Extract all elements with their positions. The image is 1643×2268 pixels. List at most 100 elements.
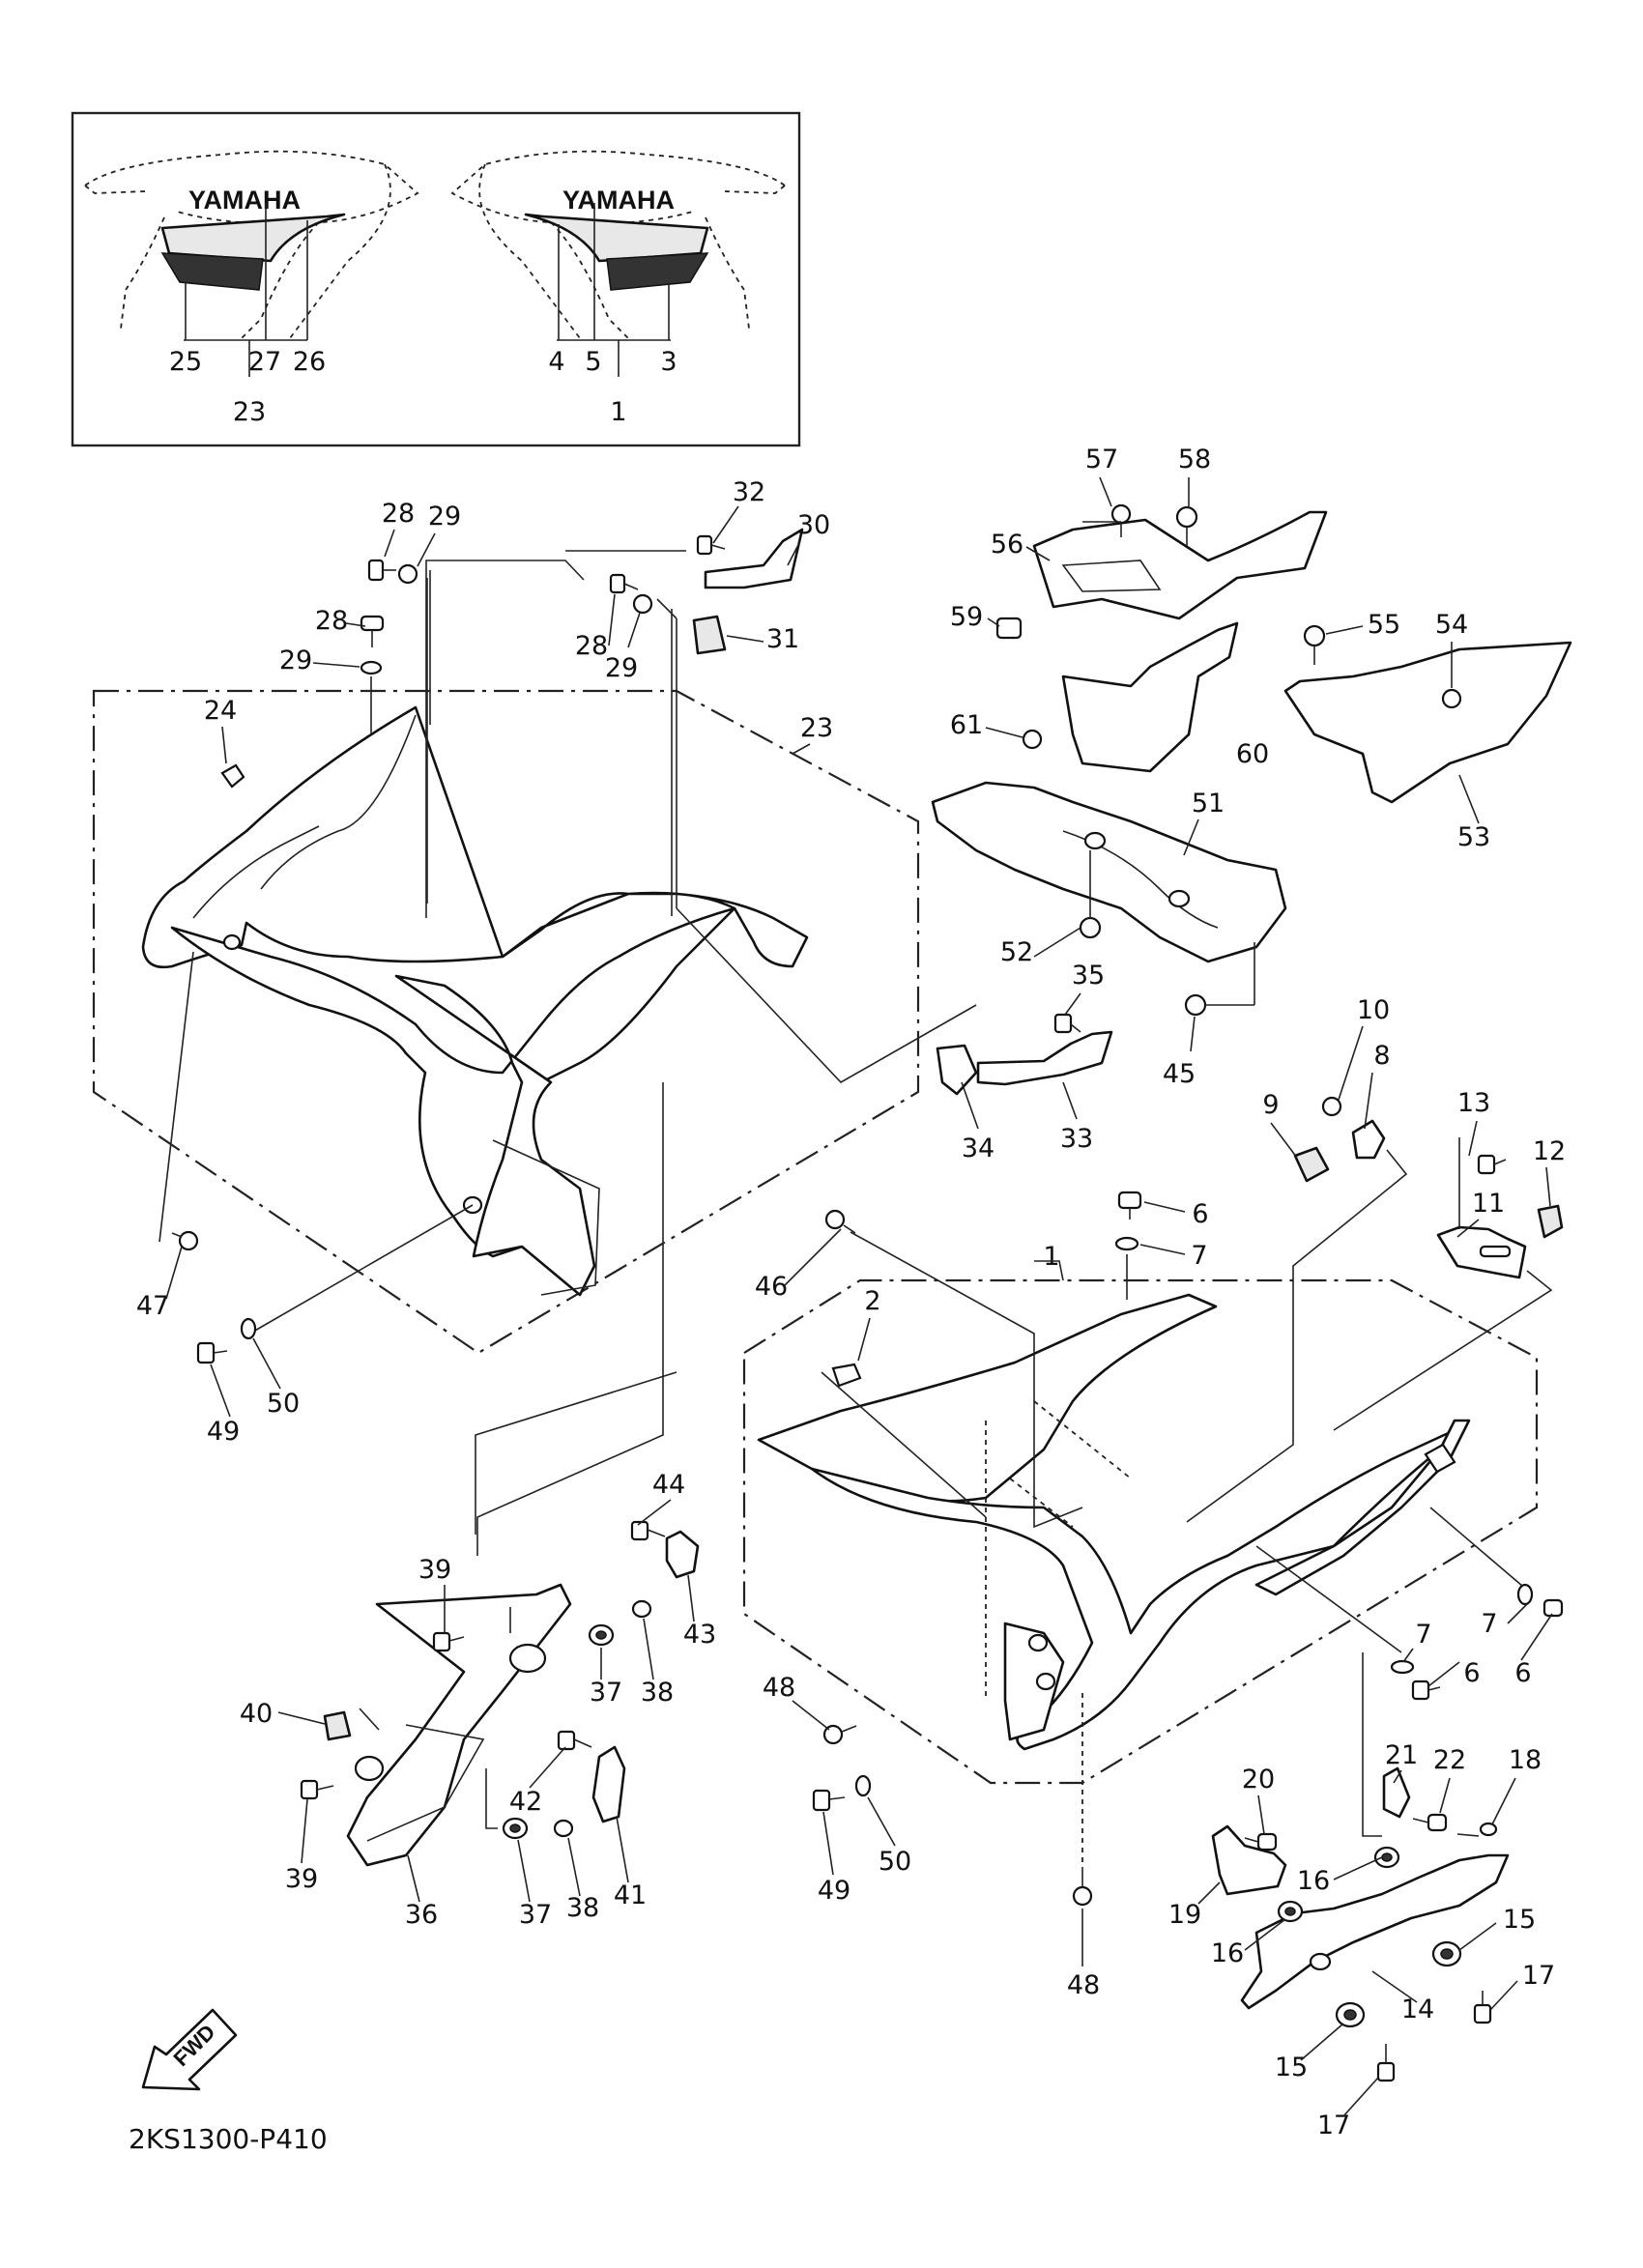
fasteners-left-lower xyxy=(171,1230,257,1364)
callout: 46 xyxy=(755,1272,788,1302)
callout: 1 xyxy=(610,397,626,427)
callout: 59 xyxy=(950,602,983,632)
callout: 33 xyxy=(1060,1124,1093,1154)
callout: 30 xyxy=(797,510,830,540)
callout: 52 xyxy=(1000,937,1033,967)
callout-leaders xyxy=(165,476,1553,2117)
fasteners-top-left xyxy=(360,528,804,916)
rivet-47 xyxy=(171,1230,199,1251)
callout: 5 xyxy=(585,347,601,377)
callout: 57 xyxy=(1085,445,1118,474)
panel-56 xyxy=(1032,510,1328,620)
screw-22 xyxy=(1412,1813,1448,1832)
callout: 47 xyxy=(136,1291,169,1321)
callout: 18 xyxy=(1509,1745,1542,1775)
screw-52 xyxy=(1079,916,1102,939)
callout: 10 xyxy=(1357,995,1390,1025)
clip-18 xyxy=(1479,1822,1498,1837)
callout: 43 xyxy=(683,1620,716,1650)
rivet-58 xyxy=(1175,505,1198,546)
callout: 9 xyxy=(1262,1090,1279,1120)
bracket-33 xyxy=(976,1030,1113,1086)
callout: 2 xyxy=(864,1286,880,1316)
screw-28a xyxy=(367,559,396,582)
callout: 29 xyxy=(279,646,312,675)
nut-31 xyxy=(692,615,727,655)
callout: 14 xyxy=(1401,1995,1434,2024)
callout: 6 xyxy=(1192,1199,1208,1229)
duct-51 xyxy=(931,781,1287,963)
callout: 54 xyxy=(1435,610,1468,640)
callout: 50 xyxy=(267,1389,300,1419)
callout: 15 xyxy=(1275,2053,1308,2082)
callout: 23 xyxy=(233,397,266,427)
decal-brand-left: YAMAHA xyxy=(188,186,301,215)
callout: 16 xyxy=(1211,1938,1244,1968)
callout: 60 xyxy=(1236,739,1269,769)
callout: 15 xyxy=(1503,1905,1536,1935)
washer-50a xyxy=(240,1317,257,1340)
callout: 25 xyxy=(169,347,202,377)
callout: 19 xyxy=(1168,1900,1201,1930)
screw-44 xyxy=(630,1520,666,1541)
callout: 8 xyxy=(1373,1041,1390,1071)
screw-39b xyxy=(300,1779,334,1800)
callout: 29 xyxy=(605,653,638,683)
nut-12 xyxy=(1537,1204,1564,1239)
nut-9 xyxy=(1293,1146,1330,1183)
collar-38b xyxy=(553,1819,574,1838)
rivet-48b xyxy=(1072,1867,1093,1907)
callout: 11 xyxy=(1472,1189,1505,1219)
cover-60 xyxy=(1061,621,1239,773)
callout: 20 xyxy=(1242,1765,1275,1794)
rivet-45 xyxy=(1184,993,1254,1017)
callout: 13 xyxy=(1457,1088,1490,1118)
callout: 1 xyxy=(1043,1242,1059,1272)
callout: 7 xyxy=(1481,1609,1497,1639)
rivet-46 xyxy=(824,1209,856,1234)
callout: 61 xyxy=(950,710,983,740)
fasteners-right-lower xyxy=(812,1583,1564,1907)
bracket-8 xyxy=(1351,1119,1386,1160)
callout: 6 xyxy=(1514,1658,1531,1688)
callout: 28 xyxy=(382,499,415,529)
callout: 12 xyxy=(1533,1136,1566,1166)
grommet-37b xyxy=(502,1817,529,1840)
screw-49b xyxy=(812,1789,846,1812)
callout: 41 xyxy=(614,1880,647,1910)
callout: 45 xyxy=(1163,1059,1196,1089)
lower-left-cover-group xyxy=(300,1371,700,1867)
callout: 50 xyxy=(879,1847,911,1877)
collar-38a xyxy=(631,1599,652,1619)
callout: 39 xyxy=(418,1555,451,1585)
screw-28c xyxy=(609,573,639,594)
grommet-37a xyxy=(588,1623,615,1647)
callout: 28 xyxy=(575,631,608,661)
callout: 38 xyxy=(566,1893,599,1923)
clip-34 xyxy=(936,1044,978,1096)
washer-29a xyxy=(397,563,418,585)
bracket-21 xyxy=(1382,1766,1411,1819)
screw-61 xyxy=(1022,729,1043,750)
callout: 26 xyxy=(293,347,326,377)
rivet-55 xyxy=(1303,624,1326,665)
decal-inset: YAMAHA YAMAHA xyxy=(71,111,801,447)
grommet-15a xyxy=(1431,1940,1462,1967)
callout: 48 xyxy=(1067,1970,1100,2000)
callout: 24 xyxy=(204,696,237,726)
callout: 7 xyxy=(1191,1241,1207,1271)
callout: 31 xyxy=(766,624,799,654)
decal-brand-right: YAMAHA xyxy=(562,186,675,215)
panel-14 xyxy=(1240,1853,1510,2010)
washer-7b xyxy=(1390,1659,1415,1675)
screw-57 xyxy=(1110,503,1132,537)
callout: 17 xyxy=(1522,1961,1555,1991)
rivet-48a xyxy=(822,1724,857,1745)
callout: 49 xyxy=(207,1417,240,1447)
diagram-code: 2KS1300-P410 xyxy=(129,2123,328,2155)
washer-50b xyxy=(854,1774,872,1797)
callout: 55 xyxy=(1368,610,1400,640)
callout: 49 xyxy=(818,1876,850,1906)
screw-20 xyxy=(1244,1832,1278,1852)
